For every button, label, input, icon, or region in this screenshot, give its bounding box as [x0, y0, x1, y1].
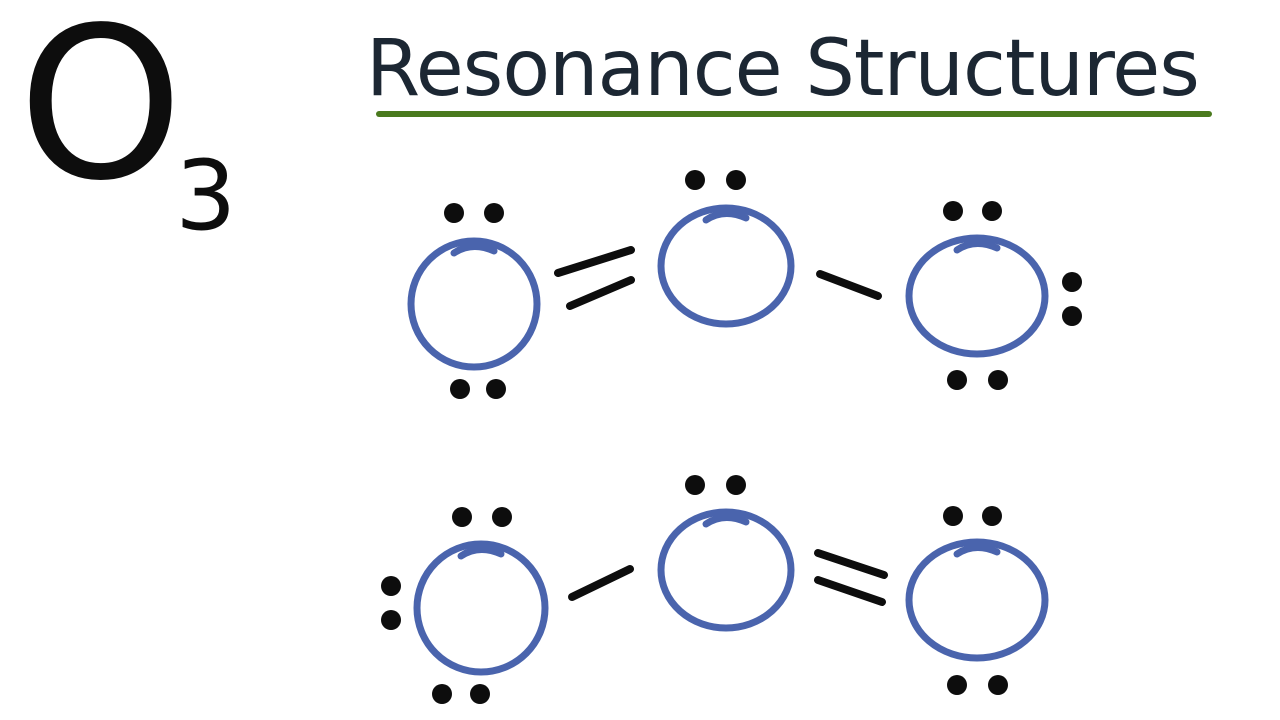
lone-pair-dot: [444, 203, 464, 223]
molecular-formula: O3: [18, 0, 236, 244]
oxygen-atom-circle: [657, 204, 795, 328]
double-bond-line: [554, 246, 635, 277]
single-bond-line: [568, 565, 634, 601]
lone-pair-dot: [685, 170, 705, 190]
lone-pair-dot: [988, 675, 1008, 695]
double-bond-line: [566, 276, 635, 310]
oxygen-atom-circle: [905, 234, 1049, 358]
formula-symbol: O: [18, 0, 183, 227]
lone-pair-dot: [947, 675, 967, 695]
lone-pair-dot: [381, 576, 401, 596]
oxygen-atom-circle: [407, 237, 541, 371]
lone-pair-dot: [1062, 272, 1082, 292]
formula-subscript: 3: [175, 140, 237, 252]
double-bond-line: [814, 549, 888, 579]
double-bond-line: [814, 576, 886, 606]
atom-flourish-stroke: [953, 240, 1001, 254]
lone-pair-dot: [432, 684, 452, 704]
atom-flourish-stroke: [702, 514, 750, 528]
oxygen-atom-circle: [905, 538, 1049, 662]
lone-pair-dot: [943, 201, 963, 221]
lone-pair-dot: [470, 684, 490, 704]
title-underline: [376, 111, 1212, 117]
lone-pair-dot: [484, 203, 504, 223]
atom-flourish-stroke: [953, 544, 1001, 558]
page-title: Resonance Structures: [366, 24, 1200, 114]
single-bond-line: [816, 270, 882, 300]
lone-pair-dot: [452, 507, 472, 527]
atom-flourish-stroke: [702, 210, 750, 224]
lone-pair-dot: [943, 506, 963, 526]
lone-pair-dot: [988, 370, 1008, 390]
lone-pair-dot: [685, 475, 705, 495]
lone-pair-dot: [726, 475, 746, 495]
lone-pair-dot: [381, 610, 401, 630]
lone-pair-dot: [982, 201, 1002, 221]
lone-pair-dot: [486, 379, 506, 399]
lone-pair-dot: [450, 379, 470, 399]
lone-pair-dot: [492, 507, 512, 527]
oxygen-atom-circle: [413, 540, 549, 676]
atom-flourish-stroke: [450, 243, 498, 257]
lone-pair-dot: [982, 506, 1002, 526]
oxygen-atom-circle: [657, 508, 795, 632]
lone-pair-dot: [726, 170, 746, 190]
lone-pair-dot: [947, 370, 967, 390]
lone-pair-dot: [1062, 306, 1082, 326]
atom-flourish-stroke: [457, 546, 505, 560]
